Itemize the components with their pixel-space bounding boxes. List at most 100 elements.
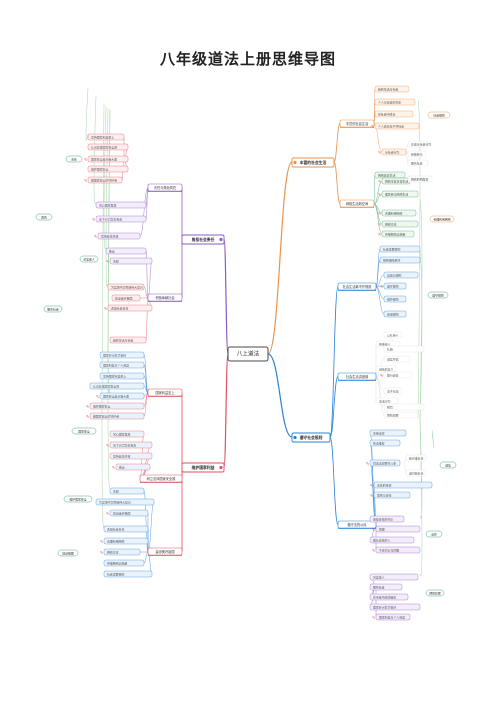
- detail-leaf-l59: 建设美好祖国✎: [106, 509, 149, 517]
- leaf-l52: 做国家安全的守护者✎: [84, 176, 123, 184]
- leaf-link-56: [147, 260, 153, 299]
- detail-link-12: [147, 501, 155, 553]
- detail-link-3: [143, 385, 149, 394]
- detail-leaf-l55: 坚持改革开放: [109, 452, 153, 460]
- detail-leaf-l57: 奉献: [109, 487, 145, 495]
- pencil-icon: ✎: [370, 483, 373, 488]
- leaf-l39-text: 承担责任的代价: [373, 517, 393, 522]
- leaf-l38-text: 角色与责任: [377, 493, 392, 498]
- leaf-l49: 认识总体国家安全观: [87, 143, 129, 151]
- leaf-l20: 维护规则: [383, 295, 407, 303]
- group-bracket: [419, 199, 423, 421]
- detail-leaf-l49: 认识总体国家安全观: [89, 382, 145, 390]
- leaf-l33-text: 依法维权: [373, 441, 385, 446]
- leaf-l8-text: 服务社会: [411, 161, 423, 166]
- leaf-l2-text: 个人与社会的关系: [378, 100, 401, 105]
- leaf-l1: 我的生活与社会: [374, 85, 410, 93]
- leaf-l31-text: 预防犯罪: [387, 413, 399, 418]
- branch-b2: 遵守社会规则: [291, 432, 331, 443]
- detail-leaf-l51: 维护国家安全✎: [86, 402, 145, 410]
- leaf-l59-text: 建设美好祖国: [115, 296, 132, 301]
- branch-dot: [293, 435, 297, 440]
- detail-leaf-l49-text: 认识总体国家安全观: [93, 384, 119, 389]
- leaf-l27-text: 践行诚信: [387, 373, 399, 378]
- detail-leaf-l47-text: 国家利益与个人利益: [103, 363, 129, 368]
- tag-t1: 社会规则: [427, 111, 451, 119]
- pencil-icon: ✎: [92, 217, 95, 222]
- leaf-l37-text: 责任的来源: [377, 483, 392, 488]
- leaf-l23: 以礼待人: [383, 331, 403, 339]
- pencil-icon: ✎: [96, 394, 99, 399]
- leaf-l36: 谁对我负责: [405, 469, 427, 477]
- leaf-l45: 在奉献中成就精彩: [369, 593, 409, 601]
- detail-leaf-l50-text: 国家安全是头等大事: [103, 394, 129, 399]
- leaf-l4: 个人成长离不开社会✎: [371, 122, 420, 130]
- tag-t2-text: 合理利用网络: [433, 217, 450, 222]
- tag-t4-text: 诚信: [445, 463, 451, 468]
- detail-leaf-l60-text: 勇担社会责任: [107, 527, 124, 532]
- leaf-l12: 理性参与网络生活 ✎: [378, 190, 419, 198]
- leaf-link-18: [375, 285, 385, 288]
- pencil-icon: ✎: [100, 550, 103, 555]
- pencil-icon: ✎: [378, 222, 381, 227]
- subtopic-s3: 社会生活离不开规则: [337, 282, 377, 291]
- leaf-l38: 角色与责任✎: [370, 491, 411, 499]
- leaf-l37: 责任的来源 ✎: [370, 481, 433, 489]
- leaf-l21: 改进规则: [383, 310, 407, 318]
- tag-t7-text: 责任: [71, 157, 77, 162]
- leaf-l3-text: 在社会中成长: [378, 112, 395, 117]
- leaf-link-11: [373, 193, 383, 205]
- leaf-l18-text: 自由与规则: [387, 273, 402, 278]
- tag-t9-text: 关爱他人: [83, 257, 95, 262]
- leaf-l34: 同违法犯罪作斗争✎: [366, 459, 401, 467]
- leaf-l26-text: 诚信的意义: [379, 367, 394, 372]
- leaf-l20-text: 维护规则: [387, 297, 399, 302]
- link-b1: [267, 161, 293, 355]
- group-bracket: [417, 99, 421, 419]
- pencil-icon: ✎: [112, 465, 115, 470]
- detail-leaf-l52: 做国家安全的守护者✎: [86, 412, 145, 420]
- tag-t8-text: 角色: [41, 215, 47, 220]
- tag-t3: 遵守规则: [427, 291, 449, 299]
- pencil-icon: ✎: [94, 234, 97, 239]
- pencil-icon: ✎: [378, 179, 381, 184]
- leaf-l1-text: 我的生活与社会: [378, 87, 398, 92]
- detail-leaf-l51-text: 维护国家安全: [93, 404, 110, 409]
- tag-t10-text: 服务社会: [47, 307, 59, 312]
- leaf-l16: 社会需要规则: [379, 245, 421, 253]
- leaf-l24: 礼貌: [383, 345, 425, 353]
- detail-leaf-l15-text: 传播网络正能量: [107, 561, 127, 566]
- pencil-icon: ✎: [372, 548, 375, 553]
- leaf-l18: 自由与规则: [383, 271, 419, 279]
- subtopic-s2: 网络生活新空间: [339, 199, 375, 208]
- leaf-link-17: [375, 274, 385, 288]
- detail-leaf-l57-text: 奉献: [113, 489, 119, 494]
- leaf-l57: 奉献✎: [106, 257, 153, 265]
- leaf-l44-text: 服务社会: [373, 585, 385, 590]
- leaf-l24-text: 礼貌: [387, 347, 393, 352]
- leaf-l57-text: 奉献: [113, 259, 119, 264]
- leaf-l13: 合理利用网络✎: [378, 209, 417, 217]
- tag-t11-text: 国家安全: [78, 429, 90, 434]
- pencil-icon: ✎: [378, 192, 381, 197]
- leaf-l2: 个人与社会的关系: [374, 98, 416, 106]
- leaf-l32-text: 善用法律: [373, 431, 385, 436]
- tag-t6-text: 预防犯罪: [429, 591, 441, 596]
- leaf-l29-text: 法不可违: [387, 389, 399, 394]
- leaf-link-7: [405, 151, 409, 164]
- group-bracket: [85, 87, 89, 141]
- leaf-l55: 坚持改革开放✎: [94, 232, 141, 240]
- leaf-link-8: [373, 174, 376, 205]
- pencil-icon: ✎: [104, 306, 107, 311]
- leaf-l44: 服务社会: [369, 583, 403, 591]
- center-node-text: 八上道法: [237, 350, 260, 358]
- detail-leaf-l14-text: 网络交往: [107, 550, 119, 555]
- tag-t8: 角色: [35, 213, 53, 221]
- leaf-l33: 依法维权: [369, 439, 401, 447]
- pencil-icon: ✎: [100, 539, 103, 544]
- leaf-l11-text: 网络的两面性: [411, 177, 428, 182]
- leaf-l12-text: 理性参与网络生活: [385, 192, 408, 197]
- leaf-l29: 法不可违: [383, 387, 403, 395]
- leaf-l6: 养成亲社会行为: [407, 140, 431, 148]
- pencil-icon: ✎: [106, 511, 109, 516]
